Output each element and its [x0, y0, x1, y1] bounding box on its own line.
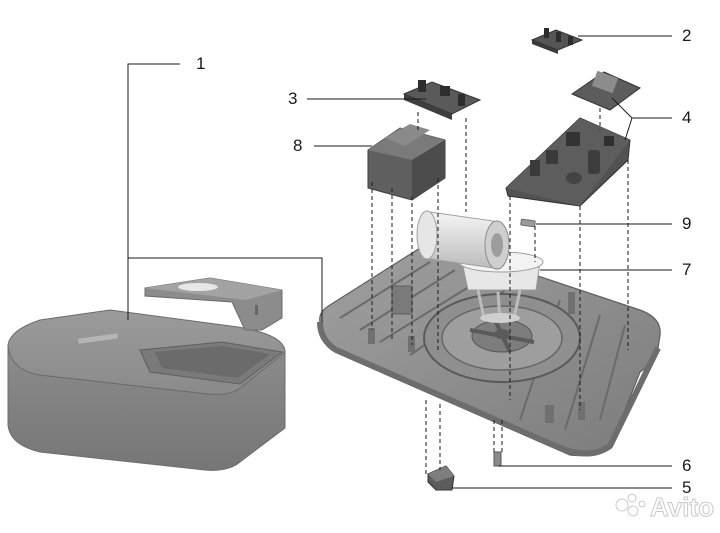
watermark-text: Avito [650, 492, 714, 522]
callout-9: 9 [682, 214, 691, 233]
bracket-part-5 [427, 465, 455, 491]
callout-6: 6 [682, 456, 691, 475]
callout-1: 1 [196, 54, 205, 73]
watermark: Avito [615, 492, 715, 523]
pcb-part-3 [402, 80, 482, 120]
callout-8: 8 [293, 136, 302, 155]
pin-part-6 [493, 451, 502, 467]
callout-5: 5 [682, 478, 691, 497]
callout-3: 3 [288, 89, 297, 108]
callout-4: 4 [682, 108, 691, 127]
gear-housing [458, 251, 544, 323]
base-plate [317, 243, 661, 457]
watermark-logo-icon [615, 493, 646, 517]
transformer [367, 124, 446, 201]
leader-lines [127, 35, 672, 489]
pcb-part-4 [505, 70, 641, 207]
pcb-part-2 [530, 28, 584, 54]
cover-lid [144, 277, 283, 331]
callout-labels: 1 2 3 4 5 6 7 8 9 [196, 26, 691, 497]
sensor-part-9 [520, 218, 536, 228]
callout-7: 7 [682, 260, 691, 279]
callout-2: 2 [682, 26, 691, 45]
motor [416, 210, 510, 270]
assembly-dashed-lines [371, 108, 629, 474]
cover-housing [7, 309, 286, 471]
